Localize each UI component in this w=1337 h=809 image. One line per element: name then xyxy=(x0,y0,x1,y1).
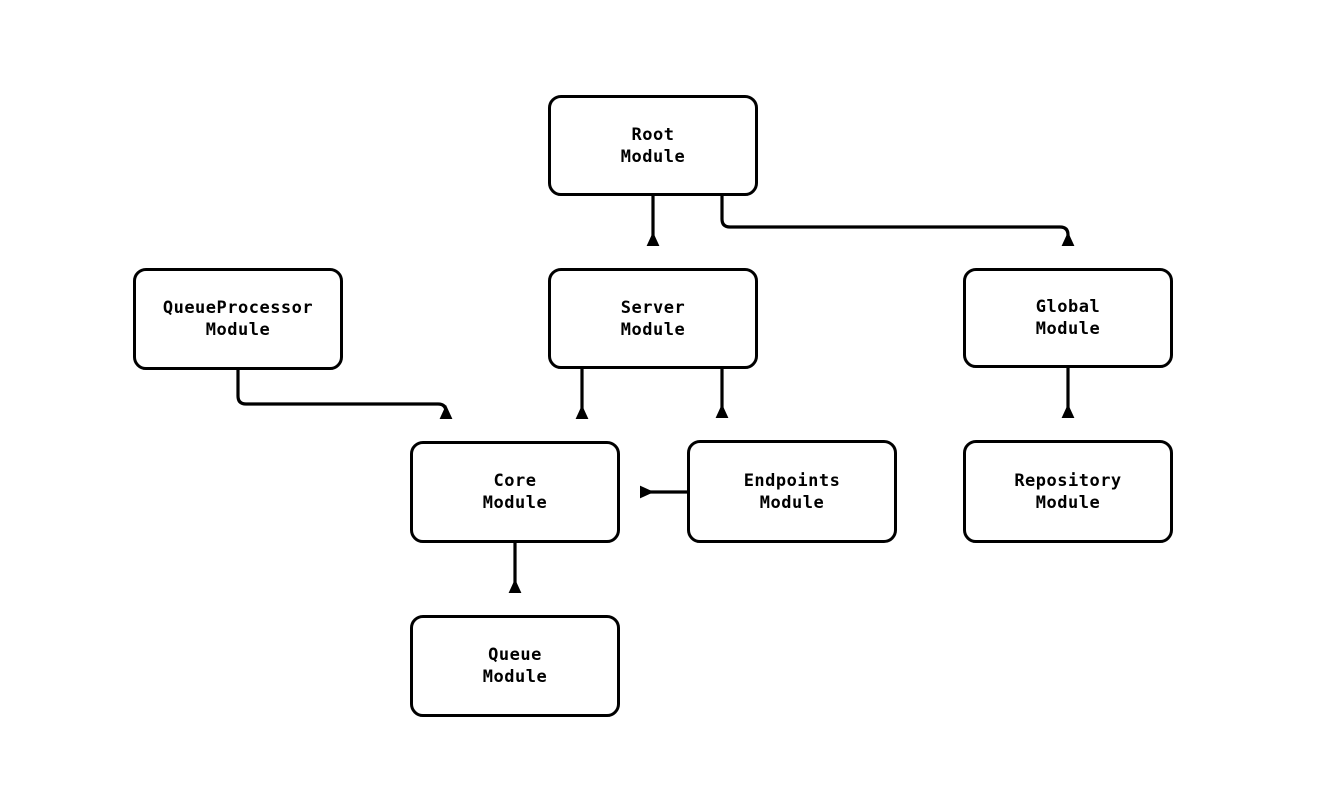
node-server-label-line2: Module xyxy=(620,319,686,340)
node-server[interactable]: Server Module xyxy=(548,268,758,369)
node-core[interactable]: Core Module xyxy=(410,441,620,543)
node-global[interactable]: Global Module xyxy=(963,268,1173,368)
node-root[interactable]: Root Module xyxy=(548,95,758,196)
node-repository-label-line2: Module xyxy=(1035,492,1101,513)
node-global-label-line2: Module xyxy=(1035,319,1101,339)
node-server-label-line1: Server xyxy=(620,297,686,318)
node-global-label-line1: Global xyxy=(1035,297,1101,317)
node-core-label-line2: Module xyxy=(482,493,548,513)
node-endpoints-label-line1: Endpoints xyxy=(743,470,841,491)
node-repository[interactable]: Repository Module xyxy=(963,440,1173,543)
node-root-label-line2: Module xyxy=(620,146,686,167)
edge-root-to-global xyxy=(720,196,1075,246)
node-root-label-line1: Root xyxy=(631,124,675,145)
node-endpoints-label-line2: Module xyxy=(759,492,825,513)
edge-queueprocessor-to-core xyxy=(236,370,453,419)
node-core-label-line1: Core xyxy=(493,471,537,491)
node-queueprocessor-label-line2: Module xyxy=(205,320,271,340)
node-queue[interactable]: Queue Module xyxy=(410,615,620,717)
node-repository-label-line1: Repository xyxy=(1014,470,1122,491)
node-endpoints[interactable]: Endpoints Module xyxy=(687,440,897,543)
node-queue-label-line1: Queue xyxy=(488,645,542,665)
node-queue-label-line2: Module xyxy=(482,667,548,687)
node-queueprocessor[interactable]: QueueProcessor Module xyxy=(133,268,343,370)
node-queueprocessor-label-line1: QueueProcessor xyxy=(162,298,314,318)
